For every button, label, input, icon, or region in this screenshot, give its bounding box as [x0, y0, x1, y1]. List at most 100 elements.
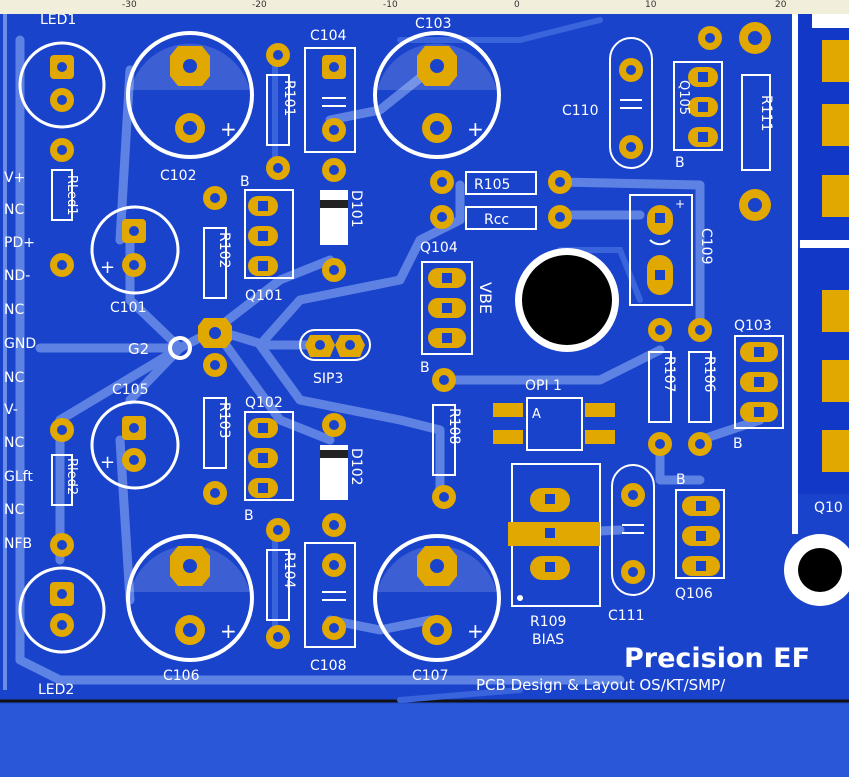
- d102[interactable]: D102: [320, 413, 364, 537]
- rled1[interactable]: RLed1: [50, 138, 79, 277]
- r104-label: R104: [281, 552, 297, 589]
- c110-label: C110: [562, 103, 599, 119]
- pin-label: V+: [4, 170, 25, 186]
- opi1[interactable]: OPI 1 A: [493, 378, 615, 451]
- ruler-tick: 10: [645, 0, 657, 10]
- q102[interactable]: Q102 B: [244, 395, 294, 524]
- q103-label: Q103: [734, 318, 772, 334]
- ruler-tick: -10: [383, 0, 398, 10]
- r103[interactable]: R103: [203, 397, 232, 505]
- rcc-label: Rcc: [484, 212, 509, 228]
- ruler-tick: 20: [775, 0, 787, 10]
- bias-label: BIAS: [532, 632, 564, 648]
- r111[interactable]: R111: [739, 22, 774, 221]
- lower-area: [0, 704, 849, 777]
- svg-text:+: +: [100, 257, 115, 278]
- svg-text:+: +: [100, 452, 115, 473]
- led1[interactable]: LED1: [18, 14, 106, 129]
- pin-label: PD+: [4, 235, 35, 251]
- c107[interactable]: + C107: [373, 534, 501, 684]
- c101-label: C101: [110, 300, 147, 316]
- c101[interactable]: + C101: [90, 205, 180, 316]
- q104[interactable]: Q104 VBE B: [420, 240, 495, 376]
- connector-divider: [800, 240, 849, 248]
- svg-text:+: +: [467, 117, 484, 141]
- d102-label: D102: [348, 448, 364, 486]
- r108[interactable]: R108: [432, 368, 462, 509]
- led1-label: LED1: [40, 14, 76, 28]
- pin-label: GND: [4, 336, 36, 352]
- svg-text:A: A: [532, 407, 541, 422]
- q105[interactable]: Q105 B: [673, 26, 723, 171]
- pcb-board[interactable]: LED1 RLed1 V+ NC PD+ ND- NC GND NC V- NC…: [0, 14, 849, 777]
- c103[interactable]: C103 +: [373, 16, 501, 159]
- led2-label: LED2: [38, 682, 74, 698]
- pin-label: NC: [4, 202, 24, 218]
- c105[interactable]: C105 +: [90, 382, 180, 490]
- vbe-label: VBE: [476, 282, 495, 314]
- c109[interactable]: + C109: [629, 194, 714, 306]
- c106-label: C106: [163, 668, 200, 684]
- c108[interactable]: C108: [304, 542, 356, 674]
- pin-label: GLft: [4, 469, 33, 485]
- c103-label: C103: [415, 16, 452, 32]
- rcc[interactable]: Rcc: [430, 205, 572, 230]
- svg-text:B: B: [733, 436, 743, 452]
- g2[interactable]: G2: [128, 336, 192, 360]
- connector-pads[interactable]: Q10: [812, 14, 849, 516]
- r105[interactable]: R105: [430, 170, 572, 195]
- r106[interactable]: R106: [688, 318, 717, 456]
- g2-label: G2: [128, 340, 149, 358]
- pin-labels: V+ NC PD+ ND- NC GND NC V- NC GLft NC NF…: [4, 170, 36, 552]
- c108-label: C108: [310, 658, 347, 674]
- r108-label: R108: [446, 408, 462, 444]
- c104-label: C104: [310, 28, 347, 44]
- sip3[interactable]: SIP3: [299, 329, 371, 387]
- rled2[interactable]: Rled2: [50, 418, 79, 557]
- q101[interactable]: B Q101: [240, 174, 294, 304]
- svg-text:B: B: [675, 155, 685, 171]
- c111-label: C111: [608, 608, 645, 624]
- pin-label: NC: [4, 370, 24, 386]
- r102-label: R102: [216, 232, 232, 268]
- r109-label: R109: [530, 614, 566, 630]
- svg-text:+: +: [220, 117, 237, 141]
- connector-outline: [792, 14, 798, 534]
- d101[interactable]: D101: [320, 158, 364, 282]
- pin-label: NC: [4, 302, 24, 318]
- board-title: Precision EF: [624, 643, 810, 674]
- led2[interactable]: LED2: [18, 566, 106, 698]
- opi1-label: OPI 1: [525, 378, 562, 394]
- ruler-tick: -20: [252, 0, 267, 10]
- c111[interactable]: C111: [608, 464, 655, 624]
- svg-text:+: +: [675, 197, 685, 211]
- c110[interactable]: C110: [562, 37, 653, 169]
- r106-label: R106: [701, 356, 717, 393]
- pin-label: NC: [4, 502, 24, 518]
- r102[interactable]: R102: [198, 186, 232, 377]
- svg-text:+: +: [467, 619, 484, 643]
- q103[interactable]: Q103 B: [733, 318, 784, 452]
- d101-label: D101: [348, 190, 364, 228]
- r107[interactable]: R107: [648, 318, 677, 456]
- mounting-hole: [522, 255, 612, 345]
- r104[interactable]: R104: [266, 518, 297, 649]
- c106[interactable]: + C106: [126, 534, 254, 684]
- q10x-label: Q10: [814, 500, 843, 516]
- svg-text:B: B: [676, 472, 686, 488]
- c102[interactable]: + C102: [126, 31, 254, 184]
- r101[interactable]: R101: [266, 43, 297, 180]
- pin-label: NC: [4, 435, 24, 451]
- r109[interactable]: R109 BIAS: [508, 463, 601, 648]
- svg-text:B: B: [240, 174, 250, 190]
- q102-label: Q102: [245, 395, 283, 411]
- pin-label: ND-: [4, 268, 30, 284]
- c102-label: C102: [160, 168, 197, 184]
- rled2-label: Rled2: [64, 458, 79, 495]
- q106-label: Q106: [675, 586, 713, 602]
- c104[interactable]: C104: [304, 28, 356, 153]
- q104-label: Q104: [420, 240, 458, 256]
- board-credit: PCB Design & Layout OS/KT/SMP/: [476, 676, 726, 694]
- q106[interactable]: B Q106: [675, 472, 725, 602]
